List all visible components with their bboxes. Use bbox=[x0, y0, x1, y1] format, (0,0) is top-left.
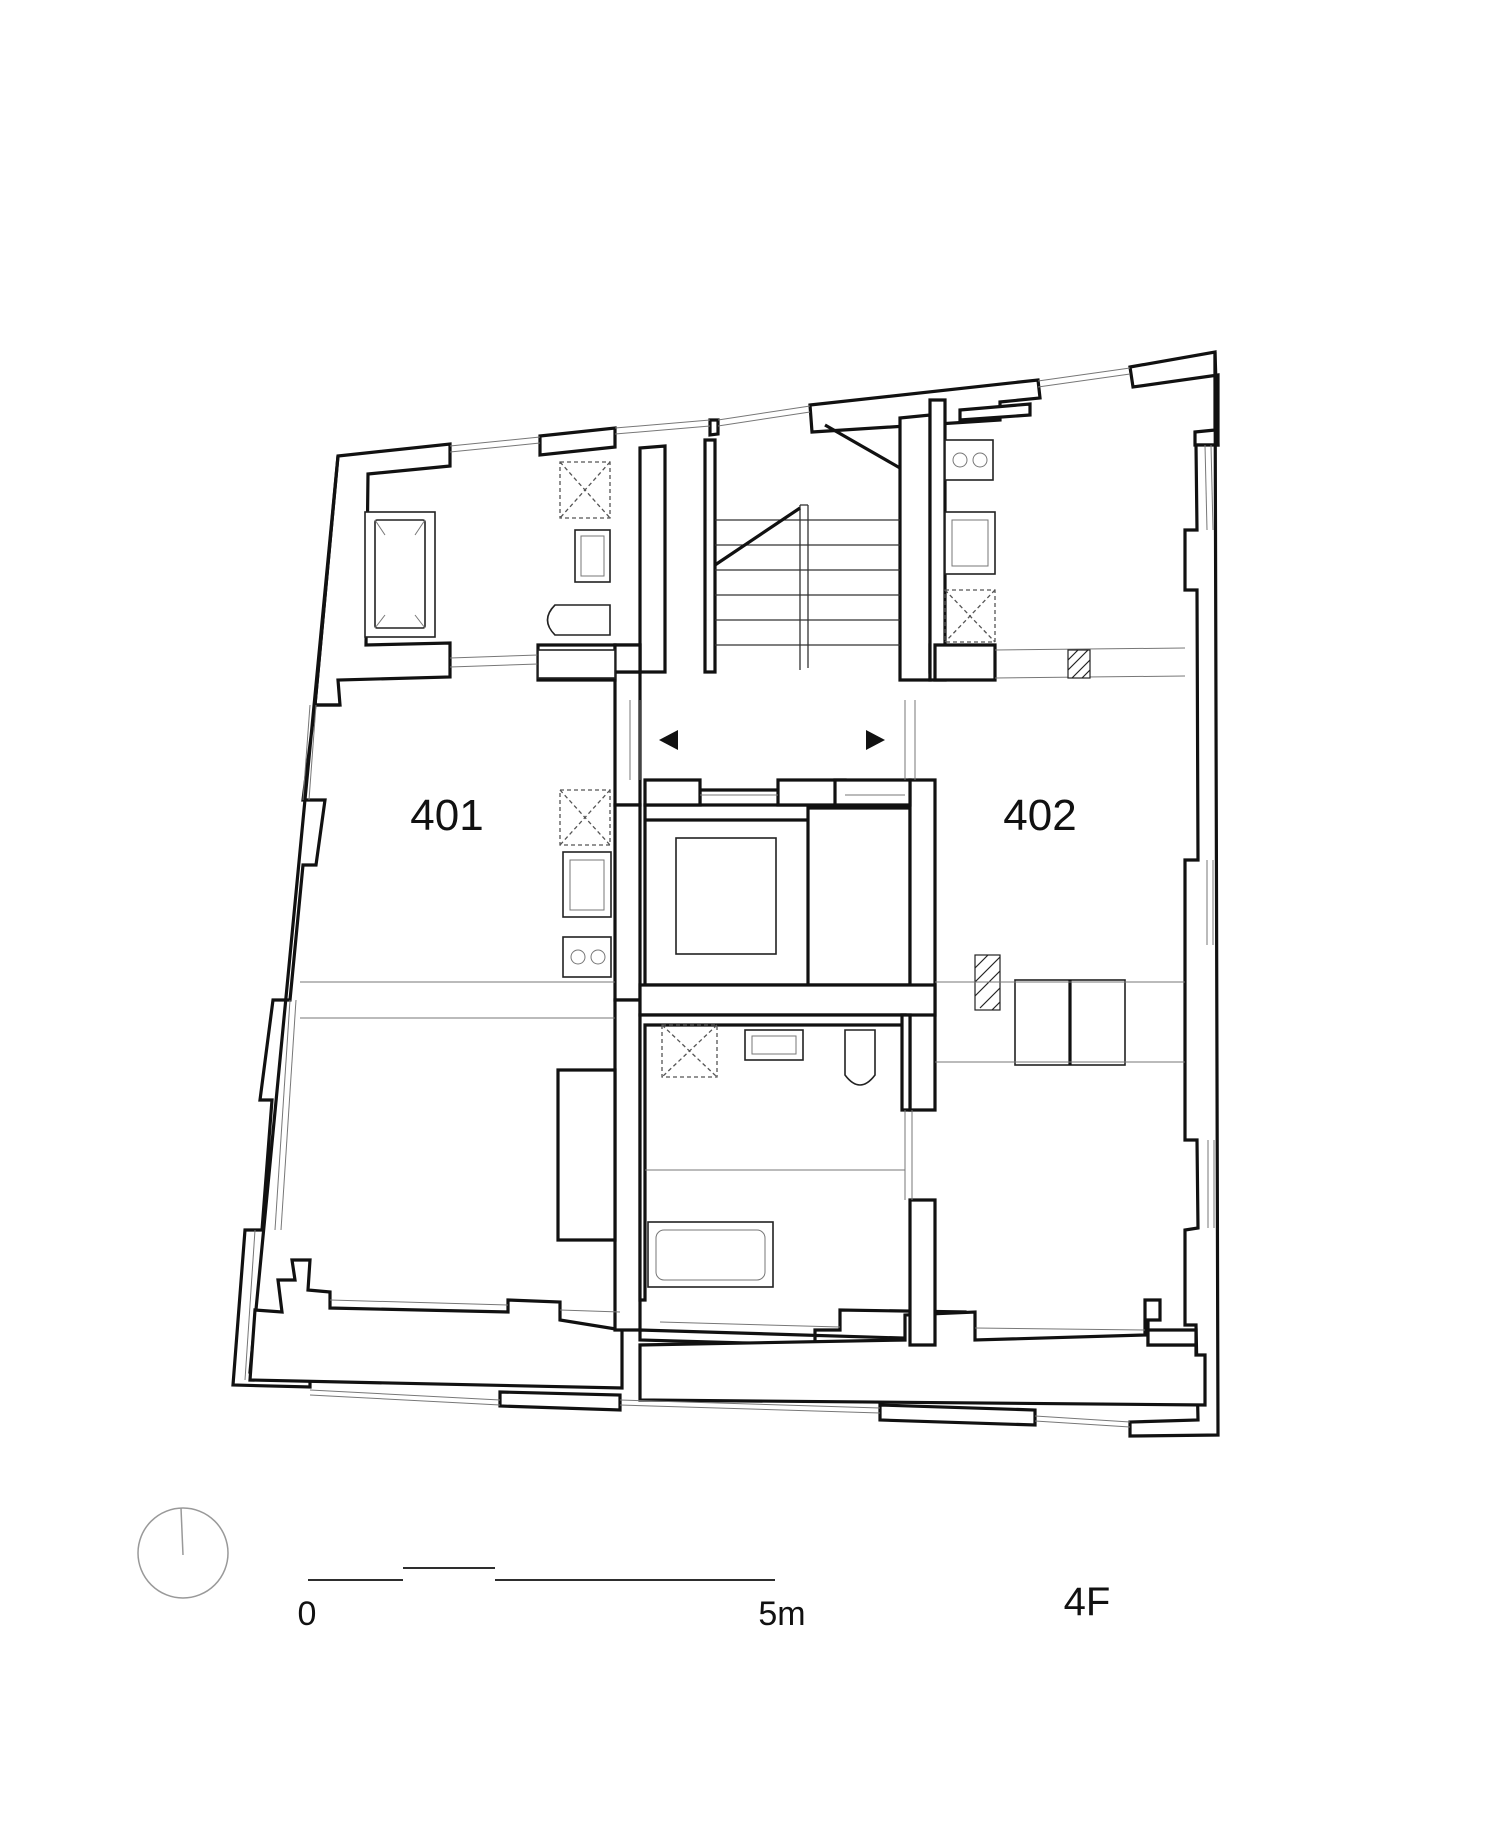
triangle-right-icon bbox=[866, 730, 885, 750]
unit-401-fixtures bbox=[300, 461, 616, 1019]
unit-401-label: 401 bbox=[410, 791, 483, 840]
windows bbox=[244, 367, 1215, 1428]
bathroom-fixtures bbox=[645, 1024, 913, 1288]
unit-402-label: 402 bbox=[1003, 791, 1076, 840]
outer-walls bbox=[231, 350, 1220, 1438]
scale-start-label: 0 bbox=[298, 1595, 317, 1633]
floor-label: 4F bbox=[1064, 1580, 1111, 1624]
triangle-left-icon bbox=[659, 730, 678, 750]
elevator-car bbox=[675, 837, 777, 955]
unit-402-fixtures bbox=[935, 439, 1186, 1066]
north-arrow-icon bbox=[137, 1507, 229, 1599]
lobby-openings bbox=[629, 700, 916, 796]
scale-end-label: 5m bbox=[758, 1595, 805, 1633]
scale-bar bbox=[308, 1567, 775, 1581]
staircase bbox=[714, 423, 901, 670]
